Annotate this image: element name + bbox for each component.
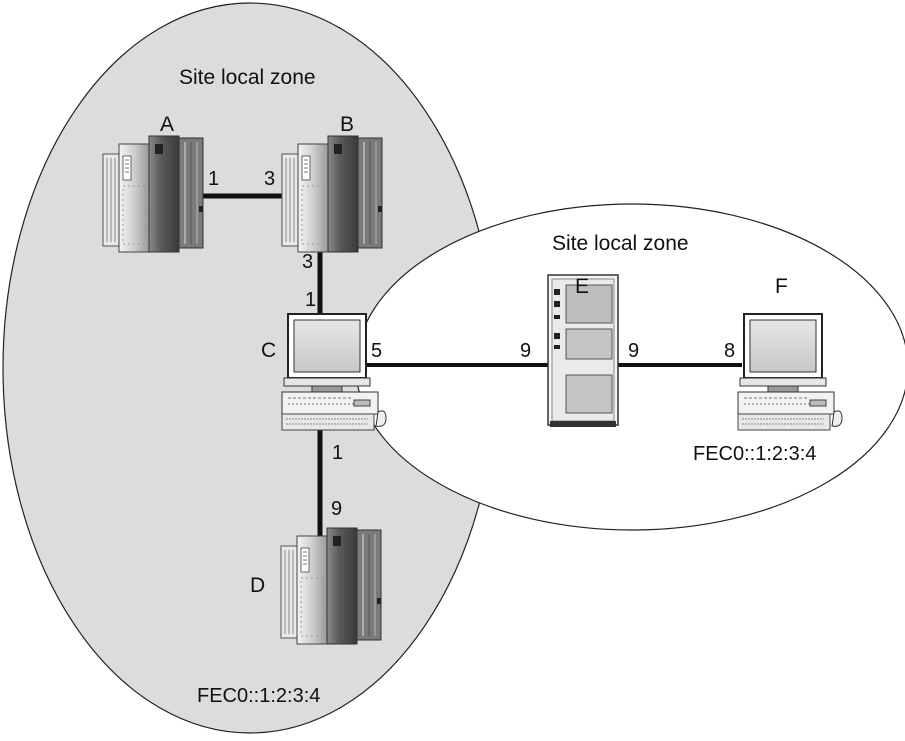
port-c-e-to: 9 [520, 340, 531, 362]
port-e-f-from: 9 [628, 340, 639, 362]
port-c-d-from: 1 [332, 442, 343, 464]
node-f-address: FEC0::1:2:3:4 [693, 443, 816, 465]
port-e-f-to: 8 [724, 340, 735, 362]
node-e-label: E [575, 275, 589, 298]
zone-right-label: Site local zone [552, 232, 689, 255]
port-b-c-to: 1 [305, 289, 316, 311]
port-c-e-from: 5 [371, 340, 382, 362]
port-b-c-from: 3 [302, 251, 313, 273]
node-f-label: F [775, 275, 788, 298]
node-a-label: A [160, 113, 174, 136]
node-d-address: FEC0::1:2:3:4 [197, 685, 320, 707]
zone-left-label: Site local zone [179, 66, 316, 89]
node-c-label: C [261, 339, 276, 362]
port-a-b-from: 1 [208, 168, 219, 190]
node-d-label: D [250, 574, 265, 597]
node-b-label: B [340, 113, 354, 136]
port-c-d-to: 9 [331, 498, 342, 520]
port-a-b-to: 3 [264, 168, 275, 190]
